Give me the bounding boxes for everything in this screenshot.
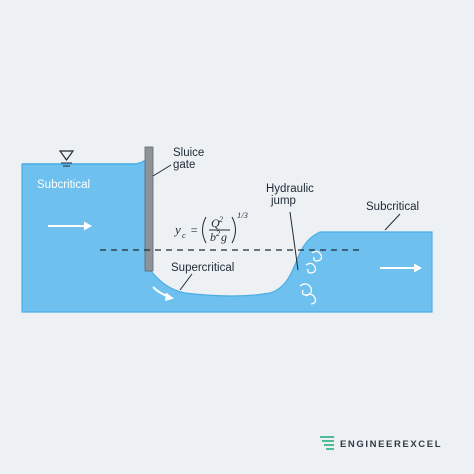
- equation-numerator-exp: 2: [219, 215, 223, 224]
- critical-depth-equation: y c = Q 2 b 2 g 1/3: [173, 210, 248, 244]
- equation-numerator-var: Q: [211, 216, 220, 230]
- equation-equals: =: [190, 223, 198, 237]
- swirl-icon: [299, 250, 323, 305]
- equation-lhs-var: y: [173, 222, 181, 237]
- supercritical-leader: [179, 273, 193, 291]
- sluice-gate-label-line2: gate: [173, 159, 195, 171]
- equation-denominator-exp: 2: [216, 229, 220, 238]
- equation-left-paren: [202, 216, 207, 244]
- subcritical-downstream-label: Subcritical: [366, 201, 419, 213]
- equation-outer-exp: 1/3: [237, 210, 248, 220]
- hydraulic-jump-leader: [289, 211, 299, 271]
- brand-name: ENGINEEREXCEL: [340, 439, 442, 450]
- equation-denominator-var2: g: [221, 230, 227, 244]
- arrow-right-icon: [48, 221, 92, 231]
- engineerexcel-logo: ENGINEEREXCEL: [320, 436, 442, 450]
- arrow-right-icon: [380, 263, 422, 273]
- sluice-gate-leader: [152, 164, 172, 177]
- sluice-gate: [144, 146, 154, 272]
- triangle-down-icon: [58, 150, 75, 167]
- logo-icon: [320, 436, 334, 450]
- supercritical-label: Supercritical: [171, 262, 234, 274]
- hydraulic-jump-label-line2: jump: [270, 195, 296, 207]
- hydraulic-jump-label-line1: Hydraulic: [266, 183, 314, 195]
- equation-denominator-var1: b: [210, 230, 216, 244]
- sluice-gate-label-line1: Sluice: [173, 147, 204, 159]
- subcritical-leader: [384, 213, 401, 231]
- water-body: [21, 151, 433, 313]
- curved-arrow-icon: [152, 286, 174, 301]
- equation-right-paren: [231, 216, 236, 244]
- subcritical-upstream-label: Subcritical: [37, 179, 90, 191]
- equation-lhs-sub: c: [182, 230, 186, 240]
